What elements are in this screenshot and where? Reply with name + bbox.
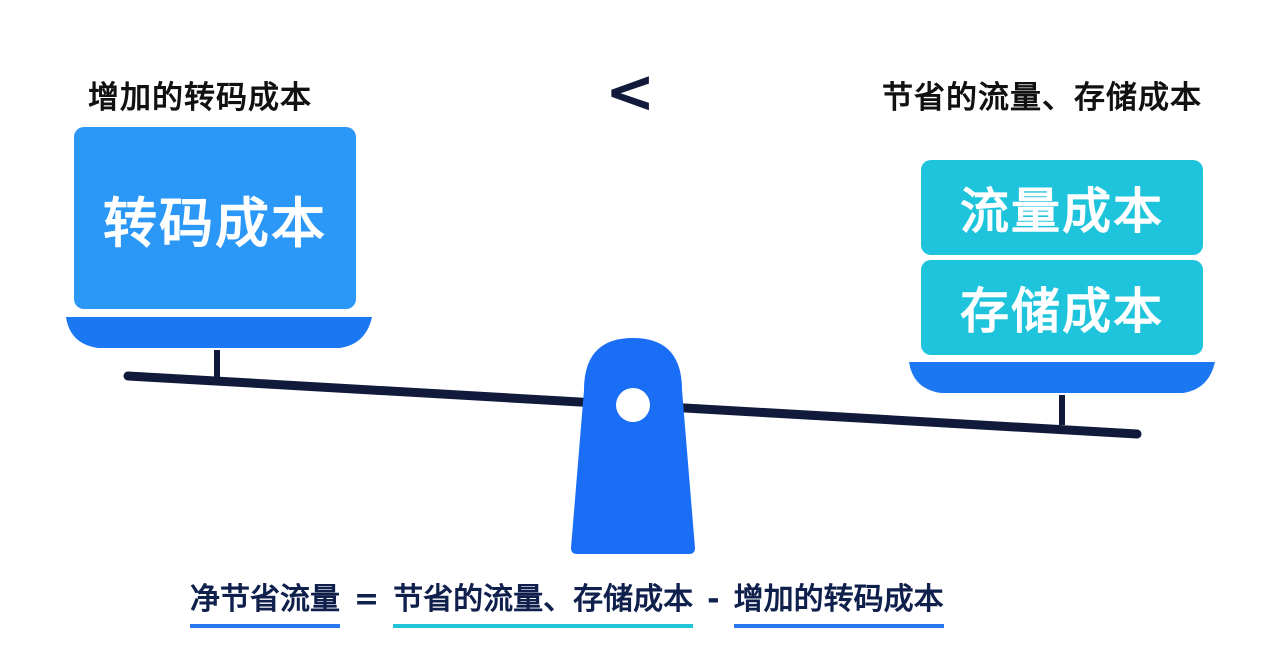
formula-cost-term: 增加的转码成本 xyxy=(733,582,944,628)
right-side-title: 节省的流量、存储成本 xyxy=(882,80,1202,116)
left-pan xyxy=(66,317,372,348)
less-than-sign: < xyxy=(605,57,656,127)
fulcrum xyxy=(571,338,695,554)
formula-savings-term: 节省的流量、存储成本 xyxy=(393,582,694,628)
formula-minus-sign: - xyxy=(707,582,720,617)
fulcrum-pivot xyxy=(616,388,650,422)
transcode-cost-box: 转码成本 xyxy=(74,127,356,309)
storage-cost-box: 存储成本 xyxy=(921,260,1203,355)
left-side-title: 增加的转码成本 xyxy=(88,80,312,116)
traffic-cost-box: 流量成本 xyxy=(921,160,1203,255)
net-savings-formula: 净节省流量 = 节省的流量、存储成本 - 增加的转码成本 xyxy=(190,582,944,632)
formula-equals-sign: = xyxy=(354,582,380,617)
right-pan xyxy=(909,362,1215,393)
formula-result-term: 净节省流量 xyxy=(190,582,340,628)
